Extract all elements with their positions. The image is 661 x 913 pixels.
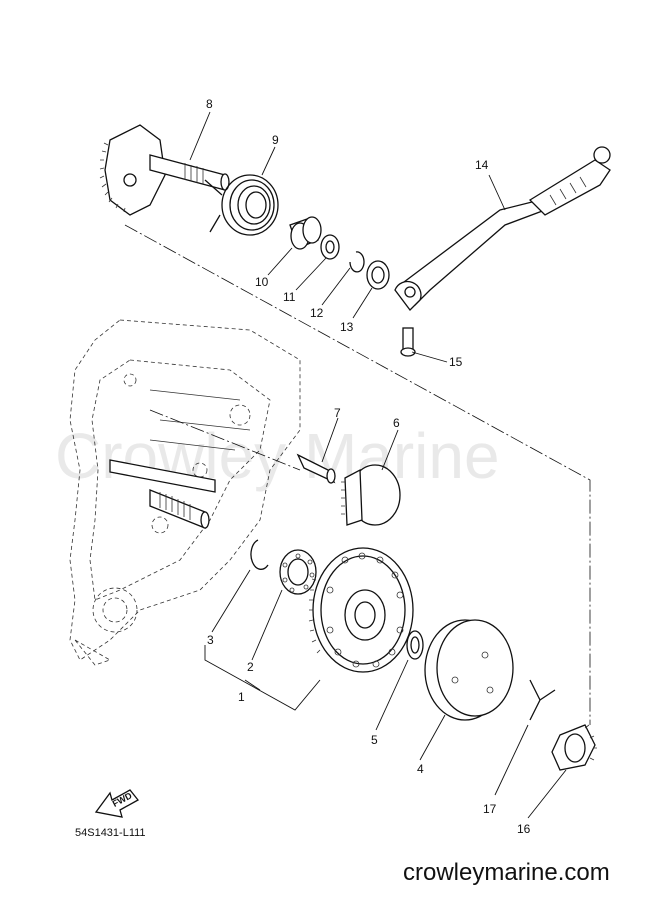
center-line (124, 224, 591, 725)
callout-9[interactable]: 9 (272, 133, 279, 147)
callout-11[interactable]: 11 (283, 290, 296, 304)
callout-13[interactable]: 13 (340, 320, 354, 334)
part-12-circlip (349, 251, 365, 273)
part-16-kick-pinion (551, 724, 597, 771)
part-3-circlip (250, 539, 269, 570)
part-11-washer (320, 234, 340, 260)
part-13-oil-seal (366, 260, 390, 290)
part-6-pinion-gear (341, 464, 401, 526)
callout-12[interactable]: 12 (310, 306, 324, 320)
part-8-kick-axle (99, 124, 230, 216)
bracket-1-3 (204, 645, 321, 711)
leader-lines (189, 111, 567, 819)
part-14-kick-crank (394, 146, 611, 311)
crankcase-shafts (109, 459, 216, 529)
callout-1[interactable]: 1 (238, 690, 245, 704)
callout-14[interactable]: 14 (475, 158, 489, 172)
part-7-shaft (296, 453, 336, 484)
part-4-clutch-plate (424, 619, 514, 721)
callout-7[interactable]: 7 (334, 406, 341, 420)
diagram-code: 54S1431-L111 (75, 827, 146, 839)
center-line-case (149, 409, 301, 471)
callout-17[interactable]: 17 (483, 802, 497, 816)
part-10-collar (289, 216, 322, 250)
part-17-clip (529, 679, 556, 721)
footer-url[interactable]: crowleymarine.com (403, 859, 610, 886)
callout-8[interactable]: 8 (206, 97, 213, 111)
bracket-1-leader (244, 679, 261, 691)
part-2-bearing (279, 549, 317, 595)
part-5-washer (406, 630, 424, 660)
part-1-drive-gear (308, 547, 414, 673)
watermark: Crowley Marine (55, 420, 500, 492)
fwd-arrow-icon: FWD (94, 789, 139, 818)
crankcase-outline (69, 319, 301, 666)
part-15-bolt (400, 327, 416, 357)
part-9-kick-spring (204, 174, 279, 236)
callout-10[interactable]: 10 (255, 275, 269, 289)
callout-15[interactable]: 15 (449, 355, 463, 369)
callout-3[interactable]: 3 (207, 633, 214, 647)
callout-16[interactable]: 16 (517, 822, 531, 836)
callout-6[interactable]: 6 (393, 416, 400, 430)
callout-2[interactable]: 2 (247, 660, 254, 674)
callouts: 1 2 3 4 5 6 7 8 9 10 11 12 13 14 15 16 1… (206, 97, 531, 836)
callout-5[interactable]: 5 (371, 733, 378, 747)
callout-4[interactable]: 4 (417, 762, 424, 776)
